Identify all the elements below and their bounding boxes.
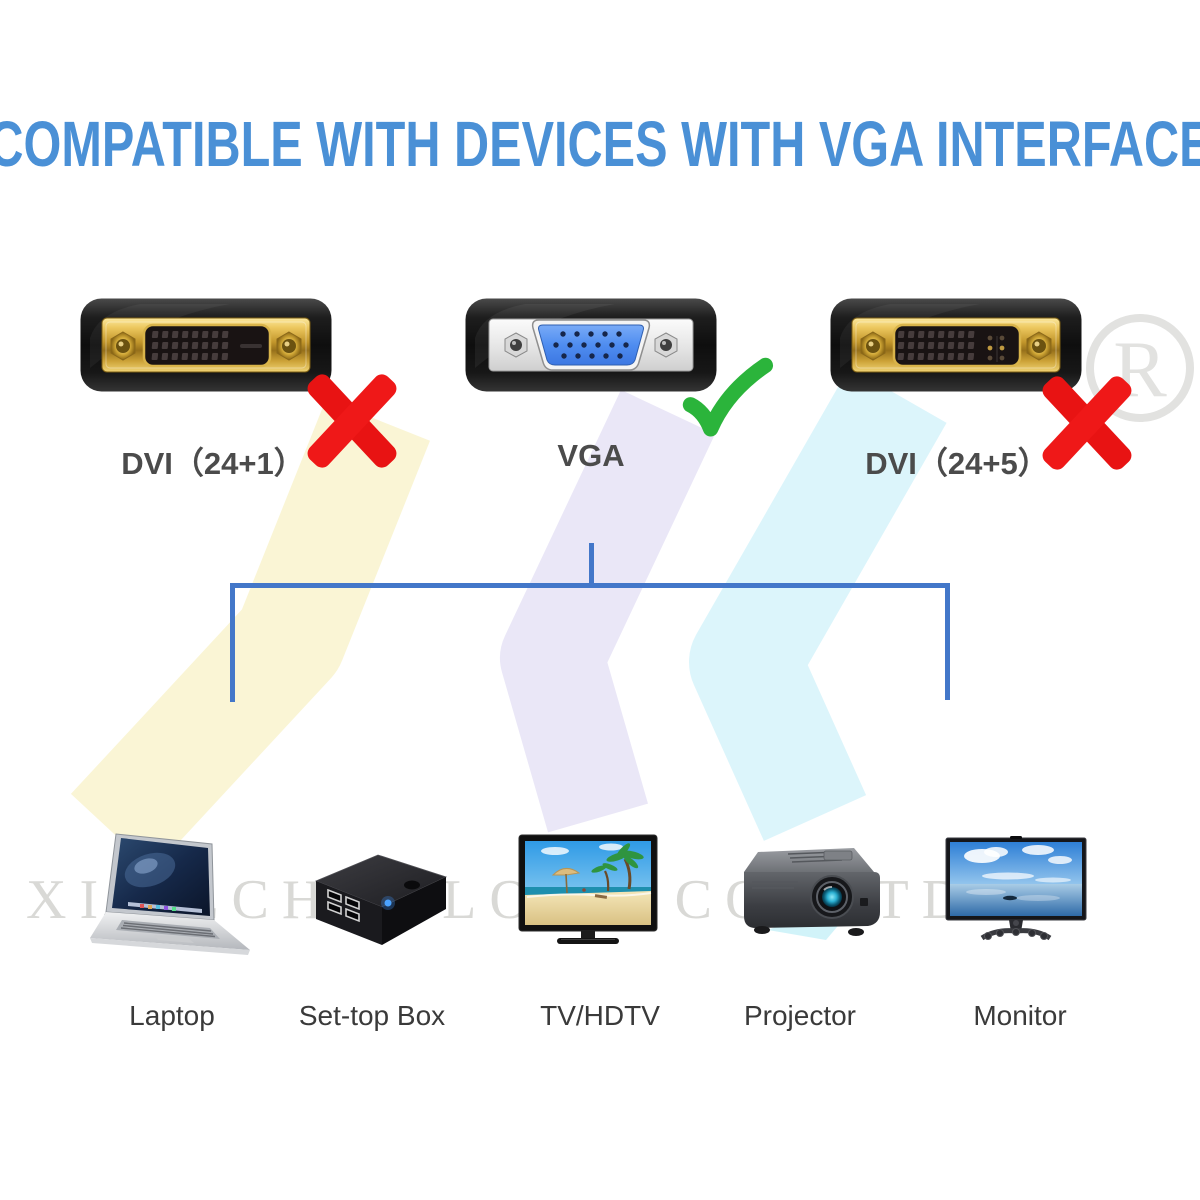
dvi-24-1-label: DVI（24+1） [121, 446, 305, 481]
usb-ports [327, 888, 360, 923]
monitor-label: Monitor [973, 1000, 1067, 1031]
tv-label: TV/HDTV [540, 1000, 660, 1031]
cross-mark-icon [307, 374, 397, 468]
page-title: COMPATIBLE WITH DEVICES WITH VGA INTERFA… [0, 108, 1200, 180]
palm-fronds [606, 843, 644, 869]
yellow-chevron-watermark [70, 399, 430, 871]
dvi-plus5-pins [987, 335, 1005, 362]
cross-mark-icon [1042, 376, 1132, 470]
left-screw-nut [504, 332, 528, 358]
dvi-24-5-connector [830, 298, 1082, 392]
right-screw-nut [1026, 331, 1052, 361]
tv-image [518, 834, 658, 944]
monitor-image [945, 836, 1087, 941]
clouds [964, 845, 1072, 901]
stand-ornaments [984, 928, 1048, 940]
dvi-24-5-label: DVI（24+5） [865, 446, 1049, 481]
dvi-24-1-connector [80, 298, 332, 392]
vga-pin-grid [553, 331, 629, 359]
set-top-box-image [314, 854, 448, 945]
dock-icons [140, 904, 176, 911]
bracket-left-drop-line [230, 583, 235, 702]
lavender-chevron-watermark [500, 389, 716, 833]
dvi-pin-grid [897, 331, 975, 360]
palm-fronds-small [591, 863, 618, 873]
vga-label: VGA [557, 438, 625, 473]
projector-image [744, 848, 880, 940]
projector-label: Projector [743, 1000, 857, 1031]
projector-lens [810, 875, 854, 919]
bracket-horizontal-line [230, 583, 950, 588]
right-screw-nut [276, 331, 302, 361]
left-screw-nut [110, 331, 136, 361]
bracket-right-drop-line [945, 583, 950, 700]
vga-connector [465, 298, 717, 392]
laptop-image [90, 833, 250, 955]
set-top-box-label: Set-top Box [298, 1000, 446, 1031]
dvi-pin-grid [151, 331, 229, 360]
left-screw-nut [860, 331, 886, 361]
dvi-blade-slot [240, 344, 262, 348]
bracket-stem-line [589, 543, 594, 586]
check-mark-icon [682, 357, 774, 437]
laptop-label: Laptop [129, 1000, 215, 1031]
cyan-chevron-watermark [689, 367, 947, 841]
right-screw-nut [654, 332, 678, 358]
